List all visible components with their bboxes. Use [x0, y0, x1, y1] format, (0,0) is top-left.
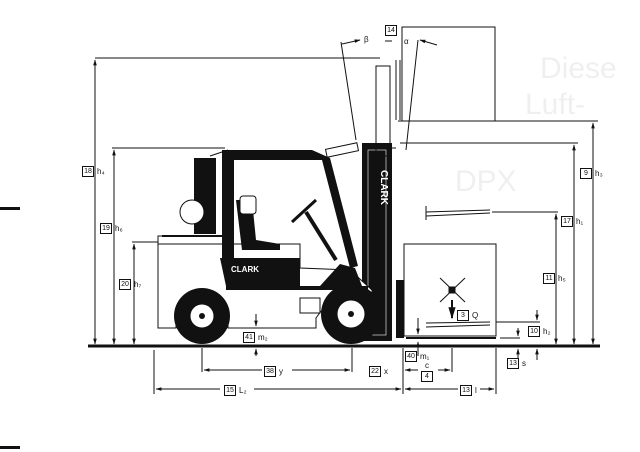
body-brand: CLARK — [231, 265, 259, 274]
dim-c: c 4 — [421, 362, 433, 382]
dim-h2: 10 h₂ — [528, 326, 551, 337]
dim-tilt-ref: 14 — [385, 25, 397, 36]
edge-mark-bottom — [0, 446, 20, 449]
ref-box-m1: 40 — [405, 351, 417, 362]
symbol-h5: h₅ — [558, 273, 566, 283]
dim-h6: 19 h₆ — [100, 223, 123, 234]
dim-h5: 11 h₅ — [543, 273, 566, 284]
ref-box-h1: 17 — [561, 216, 573, 227]
symbol-h2: h₂ — [543, 326, 551, 336]
dim-h3: 9 h₃ — [580, 168, 603, 179]
dim-Q: 3 Q — [457, 310, 478, 321]
symbol-h7: h₇ — [134, 279, 142, 289]
dim-h7: 20 h₇ — [119, 279, 141, 290]
dim-m2: 41 m₂ — [243, 332, 268, 343]
symbol-m1: m₁ — [420, 351, 430, 361]
symbol-s: s — [522, 358, 526, 368]
ref-box-y: 38 — [264, 366, 276, 377]
ref-box-L2: 15 — [224, 385, 236, 396]
ref-box-h2: 10 — [528, 326, 540, 337]
ghost-text-1: Diese — [540, 52, 617, 85]
ref-box-c: 4 — [421, 371, 433, 382]
symbol-m2: m₂ — [258, 332, 268, 342]
mast-brand: CLARK — [378, 170, 389, 206]
dim-s: 13 s — [507, 358, 526, 369]
dim-h1: 17 h₁ — [561, 216, 583, 227]
ref-box-l: 13 — [460, 385, 472, 396]
tilt-beta-label: β — [364, 36, 369, 44]
ref-box-h7: 20 — [119, 279, 131, 290]
dim-L2: 15 L₂ — [224, 385, 247, 396]
symbol-h6: h₆ — [115, 223, 123, 233]
ref-box-tilt: 14 — [385, 25, 397, 36]
ref-box-h3: 9 — [580, 168, 592, 179]
symbol-alpha: α — [404, 37, 409, 46]
tilt-alpha-label: α — [404, 38, 409, 46]
ref-box-x: 22 — [369, 366, 381, 377]
ref-box-h4: 18 — [82, 166, 94, 177]
dim-h4: 18 h₄ — [82, 166, 105, 177]
ref-box-h5: 11 — [543, 273, 555, 284]
symbol-x: x — [384, 366, 388, 376]
dim-l: 13 l — [460, 385, 477, 396]
symbol-y: y — [279, 366, 283, 376]
ghost-text-3: DPX — [455, 165, 517, 198]
symbol-h3: h₃ — [595, 168, 603, 178]
ref-box-Q: 3 — [457, 310, 469, 321]
edge-mark-top — [0, 207, 20, 210]
symbol-c: c — [425, 361, 429, 370]
symbol-h1: h₁ — [576, 216, 584, 226]
symbol-L2: L₂ — [239, 385, 247, 395]
ref-box-m2: 41 — [243, 332, 255, 343]
symbol-h4: h₄ — [97, 166, 105, 176]
ghost-text-2: Luft- — [525, 88, 586, 121]
dim-m1: 40 m₁ — [405, 351, 429, 362]
symbol-beta: β — [364, 35, 369, 44]
symbol-Q: Q — [472, 310, 479, 320]
ref-box-h6: 19 — [100, 223, 112, 234]
ref-box-s: 13 — [507, 358, 519, 369]
symbol-l: l — [475, 385, 477, 395]
dim-y: 38 y — [264, 366, 283, 377]
dim-x: 22 x — [369, 366, 388, 377]
